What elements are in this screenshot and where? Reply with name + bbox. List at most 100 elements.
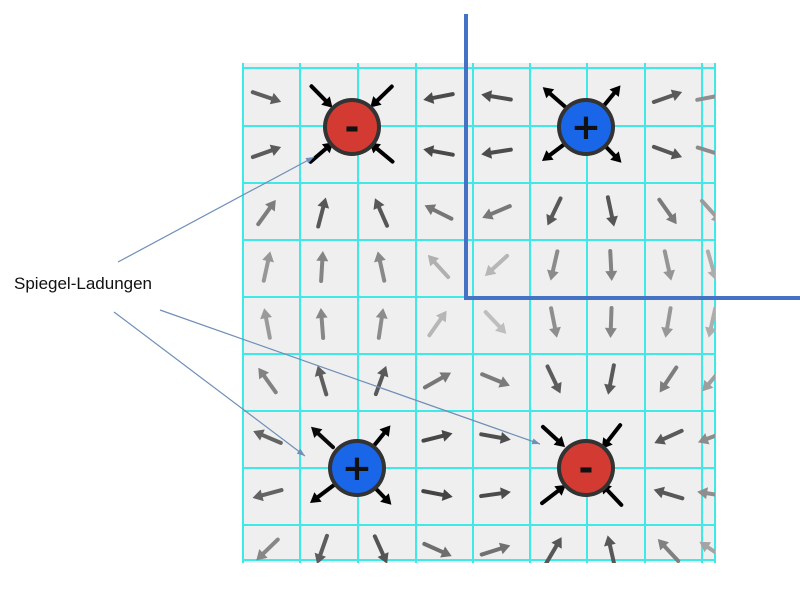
- field-arrow: [659, 365, 679, 393]
- field-arrow-head: [380, 493, 392, 505]
- field-arrow: [373, 198, 390, 228]
- pointer-line: [159, 309, 541, 445]
- field-arrow: [540, 484, 566, 506]
- field-arrow-head: [659, 380, 671, 393]
- field-arrow: [544, 537, 562, 563]
- field-arrow-shaft: [651, 144, 675, 156]
- field-arrow: [604, 535, 617, 563]
- field-arrow: [483, 310, 507, 334]
- field-arrow: [484, 253, 510, 277]
- field-arrow-head: [714, 159, 715, 160]
- field-arrow-shaft: [548, 91, 568, 109]
- field-arrow-head: [654, 433, 666, 445]
- field-arrow-head: [262, 251, 274, 263]
- field-arrow-shaft: [549, 306, 557, 330]
- field-arrow-shaft: [376, 316, 384, 340]
- field-arrow-head: [316, 251, 329, 262]
- field-arrow: [375, 308, 388, 340]
- field-arrow-head: [546, 213, 558, 226]
- field-arrow-shaft: [490, 253, 510, 272]
- field-arrow-head: [427, 254, 440, 267]
- field-arrow-shaft: [375, 146, 395, 164]
- pointer-line: [113, 311, 306, 457]
- field-arrow-head: [663, 269, 675, 281]
- field-arrow-shaft: [250, 148, 274, 160]
- field-arrow: [260, 308, 272, 340]
- field-arrow-head: [256, 549, 268, 561]
- field-arrow-head: [542, 150, 554, 162]
- field-arrow-head: [498, 542, 511, 555]
- field-arrow-head: [423, 92, 435, 104]
- field-arrow-shaft: [431, 149, 455, 157]
- field-arrow: [421, 429, 453, 443]
- field-arrow: [705, 249, 715, 280]
- field-arrow-shaft: [421, 489, 445, 497]
- field-arrow-shaft: [308, 146, 328, 164]
- field-arrow-head: [377, 365, 389, 378]
- field-arrow-shaft: [489, 204, 512, 216]
- field-arrow: [423, 145, 455, 157]
- field-arrow: [542, 87, 568, 109]
- field-arrow: [427, 310, 447, 338]
- field-arrow-head: [716, 90, 727, 102]
- field-arrow: [651, 89, 683, 105]
- field-arrow-shaft: [376, 205, 390, 228]
- field-arrow-head: [554, 484, 566, 496]
- field-arrow: [423, 92, 455, 104]
- field-arrow-shaft: [662, 544, 681, 563]
- field-arrow-head: [547, 269, 559, 281]
- field-arrow-shaft: [480, 372, 503, 384]
- field-arrow-head: [441, 489, 453, 501]
- field-arrow-head: [661, 326, 674, 338]
- field-arrow-shaft: [377, 259, 387, 283]
- field-arrow-head: [553, 435, 566, 448]
- field-arrow: [311, 426, 335, 450]
- field-arrow-shaft: [608, 363, 616, 387]
- conductor-boundary: [464, 14, 800, 300]
- field-arrow: [654, 428, 684, 445]
- field-arrow-head: [610, 151, 622, 163]
- field-arrow-head: [435, 310, 447, 323]
- field-arrow-shaft: [661, 428, 684, 442]
- field-arrow: [653, 486, 685, 501]
- field-arrow: [314, 365, 329, 397]
- field-arrow-head: [498, 376, 510, 388]
- field-arrow-head: [314, 365, 327, 377]
- pointer-head: [531, 438, 540, 445]
- field-arrow-head: [699, 541, 712, 553]
- field-arrow-head: [697, 433, 710, 445]
- field-arrow: [547, 249, 560, 281]
- field-arrow-shaft: [665, 306, 673, 330]
- field-arrow: [370, 84, 394, 108]
- field-arrow-head: [551, 537, 562, 549]
- field-arrow-shaft: [261, 537, 280, 556]
- field-arrow-shaft: [373, 373, 385, 397]
- field-arrow-head: [604, 383, 616, 395]
- field-arrow-shaft: [261, 259, 271, 283]
- field-arrow-head: [481, 146, 493, 159]
- field-arrow: [695, 145, 715, 160]
- field-arrow-head: [665, 212, 677, 225]
- field-arrow: [545, 364, 562, 394]
- field-arrow-head: [549, 326, 561, 338]
- field-arrow: [261, 251, 274, 283]
- field-arrow-head: [609, 85, 621, 97]
- pointer-shaft: [159, 309, 541, 445]
- field-arrow-shaft: [699, 198, 715, 218]
- pointer-head: [296, 448, 305, 456]
- field-arrow-shaft: [657, 197, 673, 219]
- field-arrow: [540, 424, 566, 448]
- field-arrow-shaft: [695, 94, 715, 102]
- field-arrow: [421, 489, 453, 501]
- field-arrow: [310, 482, 336, 504]
- negative-charge: -: [323, 98, 381, 156]
- field-arrow-shaft: [264, 316, 272, 340]
- field-arrow-shaft: [608, 249, 614, 273]
- field-arrow-shaft: [608, 306, 614, 330]
- field-arrow-head: [495, 322, 507, 334]
- field-arrow-shaft: [540, 488, 560, 506]
- image-charges-label: Spiegel-Ladungen: [14, 274, 153, 293]
- field-arrow-head: [697, 487, 708, 500]
- field-arrow-shaft: [479, 491, 503, 499]
